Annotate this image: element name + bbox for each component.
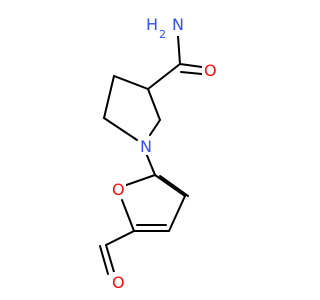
bond-furan-c4-c3 — [168, 195, 186, 232]
molecule-structure: H N 2 O N O O — [99, 10, 218, 292]
bond-carbonyl-c3 — [147, 63, 181, 90]
bond-furan-c2-o — [121, 199, 135, 232]
bond-aldehyde-double-1 — [105, 244, 115, 273]
carbonyl-o-label: O — [204, 61, 217, 80]
bond-c4-c5 — [103, 75, 115, 119]
bond-n1-c2 — [149, 119, 161, 136]
amide-n-label: N — [172, 15, 184, 34]
aldehyde-o-label: O — [112, 273, 125, 292]
ring-n-label: N — [140, 137, 152, 156]
molecule-diagram: H N 2 O N O O — [99, 10, 218, 292]
bond-c2-aldehyde-c — [105, 230, 135, 246]
atom-labels: H N 2 O N O O — [110, 10, 218, 292]
bond-c5-n1 — [103, 117, 138, 141]
bond-carbonyl-double-2 — [180, 71, 203, 75]
bond-furan-c5-c4 — [154, 174, 186, 197]
bond-c2-c3 — [147, 88, 161, 121]
bonds — [99, 35, 203, 275]
bond-n1-furan-c5 — [145, 152, 156, 176]
furan-o-label: O — [112, 180, 125, 199]
bond-carbonyl-double-1 — [179, 63, 203, 68]
amide-h-label: H — [146, 15, 158, 34]
bond-furan-c4-c4-double — [159, 175, 189, 197]
bond-amide-n-carbonyl-c — [177, 35, 181, 65]
bond-c3-c4 — [113, 75, 149, 90]
amide-subscript-label: 2 — [159, 28, 166, 41]
bond-aldehyde-double-2 — [99, 245, 109, 275]
